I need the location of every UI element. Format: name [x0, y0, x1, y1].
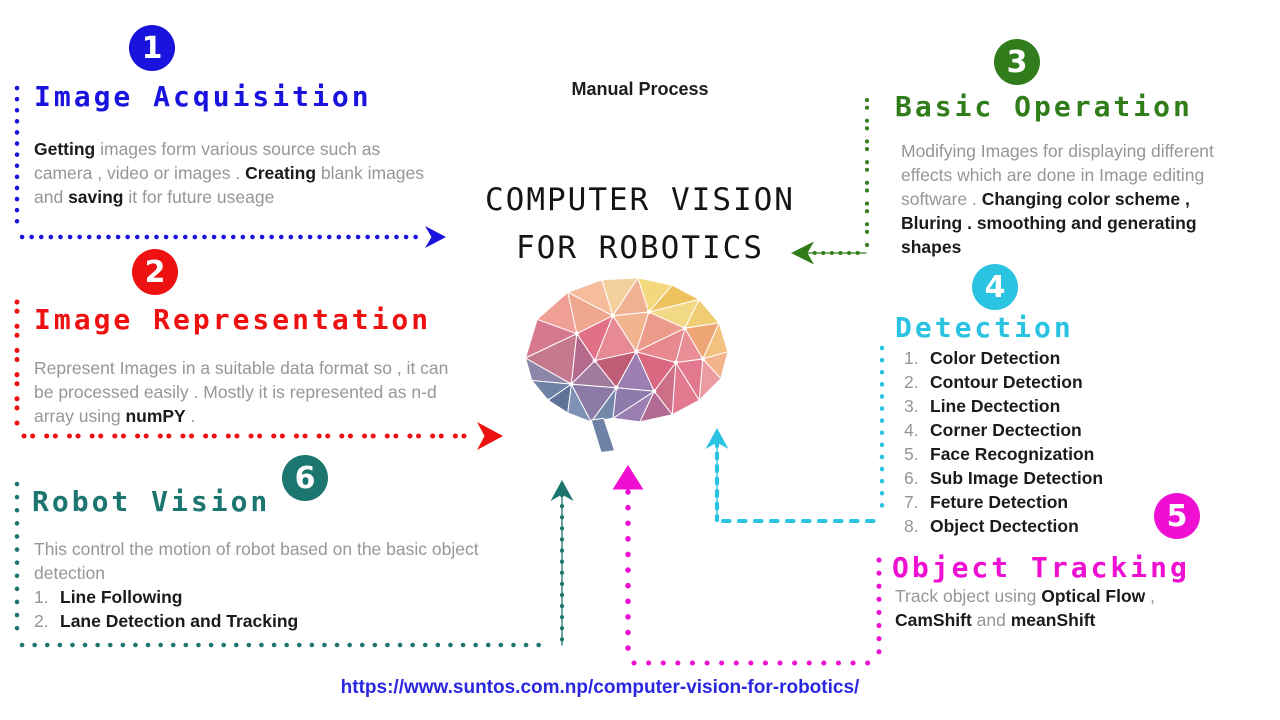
- section-title-image-representation: Image Representation: [34, 303, 432, 336]
- list-item: 2.Lane Detection and Tracking: [34, 611, 299, 631]
- footer-url-link[interactable]: https://www.suntos.com.np/computer-visio…: [340, 677, 860, 698]
- list-item: 2.Contour Detection: [904, 372, 1083, 392]
- step-2-badge: 2: [132, 249, 178, 295]
- list-item: 7.Feture Detection: [904, 492, 1069, 512]
- list-item: 8.Object Dectection: [904, 516, 1079, 536]
- step-5-badge: 5: [1154, 493, 1200, 539]
- list-item: 1.Color Detection: [904, 348, 1061, 368]
- list-item: 1.Line Following: [34, 587, 183, 607]
- section-body-basic-operation: Modifying Images for displaying differen…: [901, 141, 1214, 257]
- robot-vision-list: 1.Line Following 2.Lane Detection and Tra…: [34, 585, 298, 633]
- step-1-badge: 1: [129, 25, 175, 71]
- list-item: 5.Face Recognization: [904, 444, 1095, 464]
- section-title-basic-operation: Basic Operation: [895, 90, 1193, 123]
- list-item: 6.Sub Image Detection: [904, 468, 1104, 488]
- step-4-badge: 4: [972, 264, 1018, 310]
- section-title-image-acquisition: Image Acquisition: [34, 80, 372, 113]
- brain-image: [525, 277, 729, 453]
- main-title: COMPUTER VISION FOR ROBOTICS: [440, 176, 840, 272]
- detection-list: 1.Color Detection 2.Contour Detection 3.Li…: [904, 346, 1103, 538]
- section-body-image-acquisition: Getting images form various source such …: [34, 139, 425, 207]
- connector-object-tracking: [612, 465, 882, 666]
- main-title-line1: COMPUTER VISION: [485, 182, 795, 218]
- list-item: 4.Corner Dectection: [904, 420, 1082, 440]
- section-title-object-tracking: Object Tracking: [892, 551, 1190, 584]
- list-item: 3.Line Dectection: [904, 396, 1061, 416]
- section-title-robot-vision: Robot Vision: [32, 485, 271, 518]
- section-body-image-representation: Represent Images in a suitable data form…: [34, 358, 449, 426]
- section-body-robot-vision: This control the motion of robot based o…: [34, 539, 479, 583]
- section-body-object-tracking: Track object using Optical Flow , CamShi…: [895, 586, 1156, 630]
- section-title-detection: Detection: [895, 311, 1074, 344]
- manual-process-label: Manual Process: [571, 79, 709, 99]
- step-6-badge: 6: [282, 455, 328, 501]
- step-3-badge: 3: [994, 39, 1040, 85]
- main-title-line2: FOR ROBOTICS: [516, 230, 764, 266]
